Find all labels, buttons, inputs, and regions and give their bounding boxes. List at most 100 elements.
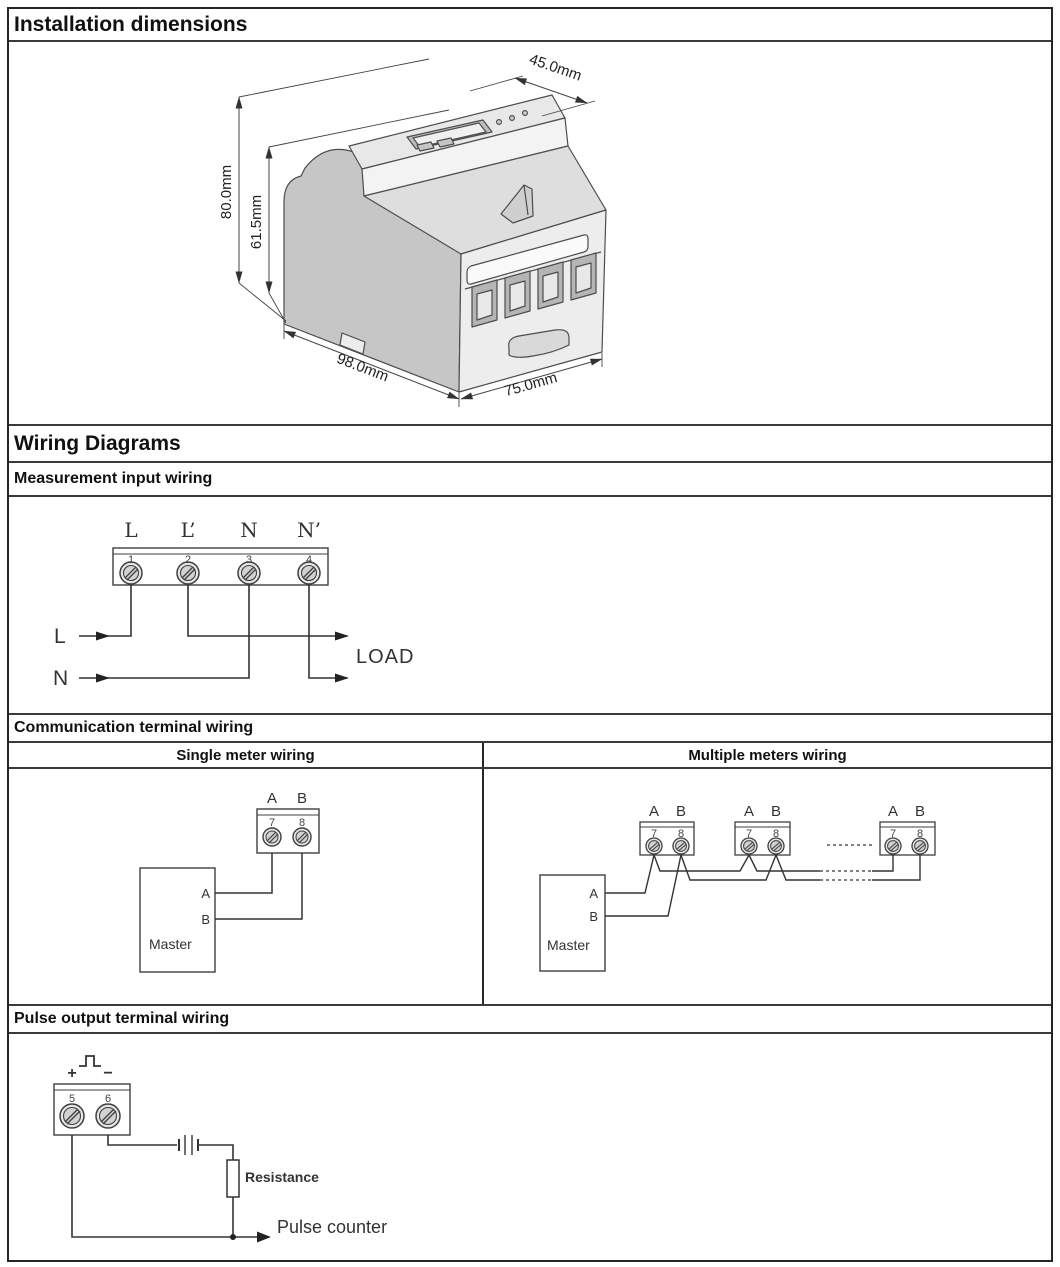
display-recess-floor (412, 122, 487, 148)
junction-dot (230, 1234, 236, 1240)
single-screws (262, 827, 312, 847)
pulse-minus-label: − (103, 1065, 112, 1082)
measurement-wire-arrows (96, 631, 349, 683)
meter-isometric-drawing: 80.0mm 61.5mm 98.0mm 75.0mm 45.0mm (218, 51, 607, 407)
terminal-label-N: N (240, 518, 258, 542)
terminal-number-2: 2 (185, 554, 191, 566)
resistor-symbol (226, 1159, 240, 1198)
terminal-label-L: L (124, 518, 137, 542)
installation-title: Installation dimensions (14, 12, 248, 36)
dimension-61mm (265, 109, 450, 324)
document-frame: Installation dimensions (7, 7, 1053, 1262)
meter-block-3: A B 7 8 (879, 803, 936, 856)
master-box (139, 867, 216, 973)
multiple-meters-diagram: A B 7 8 (539, 803, 936, 972)
pulse-wiring-diagram: 5 6 + − (53, 1055, 387, 1243)
terminal-number-4: 4 (306, 554, 312, 566)
screw-terminal-7 (262, 827, 282, 847)
single-label-a: A (267, 790, 277, 807)
measurement-title: Measurement input wiring (14, 470, 213, 487)
meter-block-2: A B 7 8 (734, 803, 791, 856)
block3-number-7: 7 (890, 828, 896, 840)
top-vent-1 (416, 141, 435, 152)
block3-number-8: 8 (917, 828, 923, 840)
screw-terminal-5 (59, 1103, 85, 1129)
dimension-45mm (469, 75, 596, 117)
dim-61mm-label: 61.5mm (248, 195, 265, 249)
single-meter-colhead: Single meter wiring (9, 743, 484, 767)
measurement-terminal-numbers: 1 2 3 4 (128, 554, 312, 566)
single-number-8: 8 (299, 817, 305, 829)
pulse-counter-arrow (257, 1231, 271, 1243)
neutral-source-label: N (53, 667, 68, 690)
top-led-hole-2 (509, 114, 516, 121)
multi-wires (605, 844, 921, 917)
master-b-label: B (201, 912, 210, 927)
pulse-diagram-row: 5 6 + − (9, 1034, 1051, 1256)
block1-label-a: A (649, 803, 659, 820)
resistance-label: Resistance (245, 1169, 319, 1185)
neutral-in-arrow (96, 673, 110, 683)
multi-master-label: Master (547, 937, 590, 953)
screw-terminal-1 (119, 561, 143, 585)
din-clip-slider (508, 329, 570, 358)
load-bottom-arrow (335, 673, 349, 683)
master-label: Master (149, 936, 192, 952)
terminal-number-1: 1 (128, 554, 134, 566)
pulse-plus-label: + (67, 1065, 76, 1082)
pulse-title-row: Pulse output terminal wiring (9, 1006, 1051, 1034)
pulse-waveform-icon (79, 1055, 101, 1067)
multiple-meters-colhead: Multiple meters wiring (484, 743, 1051, 767)
measurement-wiring-diagram: 1 2 3 4 L L’ N N’ (53, 518, 414, 690)
seal-tab-edge (523, 184, 529, 216)
terminal-number-3: 3 (246, 554, 252, 566)
single-label-b: B (297, 790, 307, 807)
load-label: LOAD (356, 646, 414, 668)
block2-number-8: 8 (773, 828, 779, 840)
terminal-label-L2: L’ (181, 518, 196, 542)
measurement-diagram-row: 1 2 3 4 L L’ N N’ (9, 497, 1051, 715)
multiple-meters-title: Multiple meters wiring (688, 746, 847, 764)
block1-number-7: 7 (651, 828, 657, 840)
load-top-arrow (335, 631, 349, 641)
pulse-title: Pulse output terminal wiring (14, 1010, 230, 1027)
wiring-title: Wiring Diagrams (14, 431, 181, 455)
block3-label-a: A (888, 803, 898, 820)
top-led-hole-3 (521, 109, 528, 116)
block2-number-7: 7 (746, 828, 752, 840)
screw-terminal-2 (176, 561, 200, 585)
dimension-80mm (235, 58, 430, 322)
single-wires (215, 853, 303, 920)
measurement-title-row: Measurement input wiring (9, 463, 1051, 497)
block1-label-b: B (676, 803, 686, 820)
multiple-meters-cell: A B 7 8 (484, 769, 1051, 1004)
line-source-label: L (54, 625, 66, 648)
communication-title-row: Communication terminal wiring (9, 715, 1051, 743)
installation-title-row: Installation dimensions (9, 9, 1051, 42)
multi-master-b-label: B (589, 909, 598, 924)
screw-terminal-4 (297, 561, 321, 585)
measurement-terminal-labels: L L’ N N’ (124, 518, 321, 542)
single-meter-cell: A B 7 8 A B Master (9, 769, 484, 1004)
multi-master-box (539, 874, 606, 972)
block2-label-a: A (744, 803, 754, 820)
dim-80mm-label: 80.0mm (218, 165, 235, 219)
pulse-counter-label: Pulse counter (277, 1217, 387, 1237)
communication-diagrams-row: A B 7 8 A B Master (9, 769, 1051, 1006)
block2-label-b: B (771, 803, 781, 820)
communication-colheads-row: Single meter wiring Multiple meters wiri… (9, 743, 1051, 769)
measurement-wires (79, 585, 347, 679)
dim-45mm-label: 45.0mm (527, 51, 584, 85)
pulse-number-6: 6 (105, 1093, 111, 1105)
terminal-label-N2: N’ (297, 518, 321, 542)
master-a-label: A (201, 886, 210, 901)
line-in-arrow (96, 631, 110, 641)
measurement-terminal-block (112, 547, 329, 586)
block1-number-8: 8 (678, 828, 684, 840)
communication-title: Communication terminal wiring (14, 719, 254, 736)
meter-block-1: A B 7 8 (639, 803, 695, 856)
dimension-lines (235, 58, 603, 407)
wiring-title-row: Wiring Diagrams (9, 426, 1051, 463)
dimension-98mm (283, 323, 460, 407)
